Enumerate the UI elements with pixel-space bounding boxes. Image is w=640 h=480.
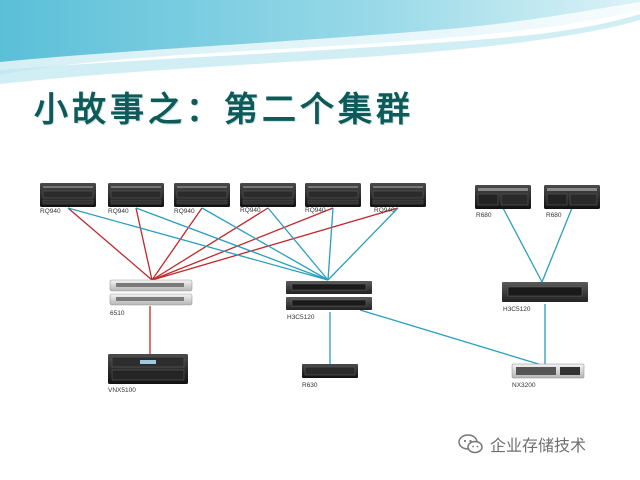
label-rq940-3: RQ940	[174, 208, 195, 215]
storage-vnx5100	[108, 354, 188, 384]
label-rq940-6: RQ940	[374, 207, 395, 214]
server-rq940-6	[370, 183, 426, 207]
server-rq940-1	[40, 183, 96, 207]
label-rq940-5: RQ940	[305, 207, 326, 214]
switch-h3c5120-right	[502, 282, 588, 302]
label-rq940-2: RQ940	[108, 208, 129, 215]
label-r630: R630	[302, 382, 318, 389]
rq940-servers	[40, 183, 426, 207]
fc-switch-6510	[109, 279, 193, 306]
switch-h3c5120-main	[286, 281, 372, 310]
label-fc-switch: 6510	[110, 310, 125, 317]
links	[67, 207, 573, 367]
label-r680-2: R680	[546, 212, 562, 219]
server-r680-2	[544, 185, 600, 209]
label-vnx5100: VNX5100	[108, 387, 136, 394]
wechat-icon	[458, 434, 483, 454]
r680-servers	[475, 185, 600, 209]
label-nx3200: NX3200	[512, 382, 536, 389]
server-rq940-2	[108, 183, 164, 207]
header-wave	[0, 0, 640, 84]
label-h3c5120-main: H3C5120	[287, 314, 315, 321]
label-rq940-4: RQ940	[240, 207, 261, 214]
server-r630	[302, 364, 358, 378]
slide-title: 小故事之：第二个集群	[34, 90, 414, 130]
watermark: 企业存储技术	[458, 432, 586, 456]
nas-nx3200	[511, 363, 585, 379]
server-rq940-5	[305, 183, 361, 207]
label-h3c5120-right: H3C5120	[503, 306, 531, 313]
label-rq940-1: RQ940	[40, 208, 61, 215]
server-rq940-3	[174, 183, 230, 207]
label-r680-1: R680	[476, 212, 492, 219]
watermark-text: 企业存储技术	[490, 436, 587, 455]
server-rq940-4	[240, 183, 296, 207]
server-r680-1	[475, 185, 531, 209]
